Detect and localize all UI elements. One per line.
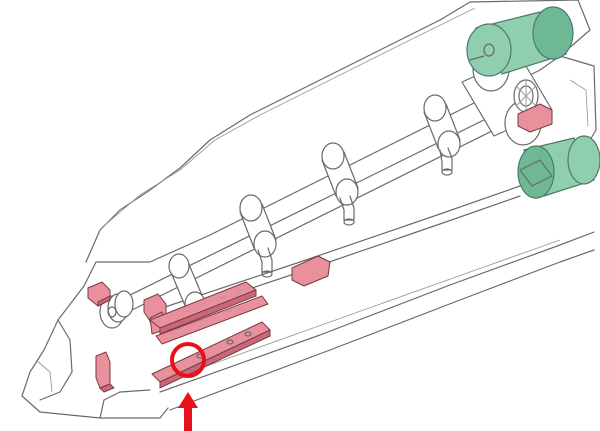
drive-motor-top xyxy=(466,6,574,77)
pink-long-plate-upper xyxy=(149,281,257,335)
pink-sensor-left-top xyxy=(87,281,111,307)
roller-2-with-bracket xyxy=(239,194,277,278)
gear-wheel xyxy=(513,79,539,113)
callout-arrow-up-icon xyxy=(178,392,198,431)
pink-sensor-left-bottom xyxy=(95,351,115,393)
roller-4-with-bracket xyxy=(423,94,461,176)
pink-plate-mid xyxy=(155,295,269,345)
pink-sensor-center xyxy=(291,255,331,287)
left-pulley xyxy=(99,290,134,329)
pink-sensor-right xyxy=(517,103,553,133)
drive-motor-bottom xyxy=(517,135,600,199)
roller-3-with-bracket xyxy=(321,142,359,226)
pink-long-plate-lower xyxy=(151,321,271,389)
callout-marker xyxy=(170,342,206,431)
callout-circle xyxy=(170,342,206,378)
